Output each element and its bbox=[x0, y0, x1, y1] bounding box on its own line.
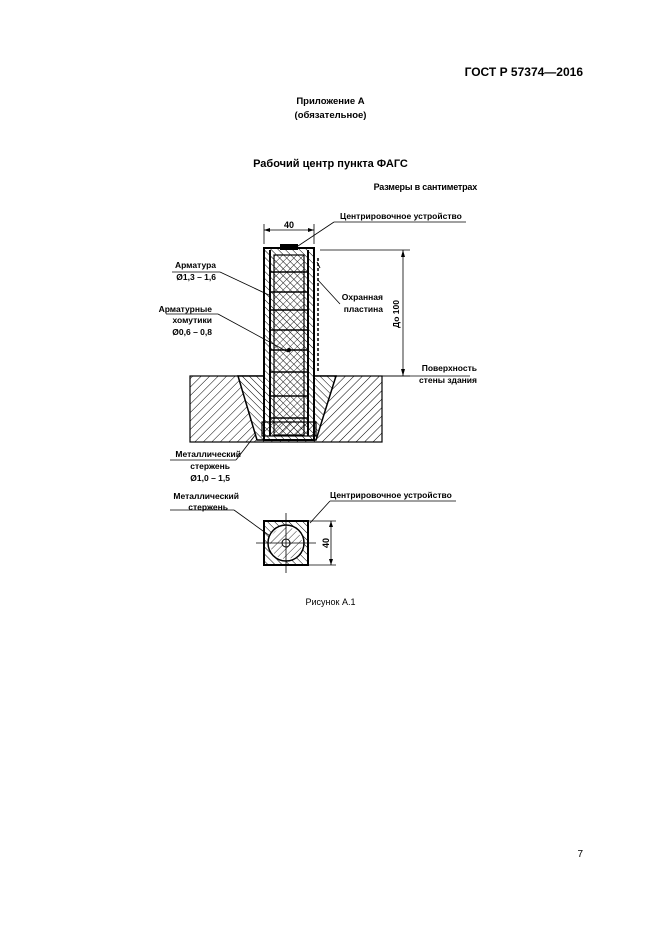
label-clamps-1: Арматурные bbox=[159, 304, 213, 314]
label-clamps-2: хомутики bbox=[173, 315, 212, 325]
label-rebar: Арматура bbox=[175, 260, 216, 270]
document-code: ГОСТ Р 57374—2016 bbox=[464, 65, 583, 79]
pillar bbox=[261, 244, 321, 441]
label-plan-rod-1: Металлический bbox=[173, 491, 239, 501]
label-rod-2: стержень bbox=[190, 461, 230, 471]
label-plan-rod-2: стержень bbox=[188, 502, 228, 512]
label-plate-2: пластина bbox=[344, 304, 384, 314]
label-surface-2: стены здания bbox=[419, 375, 477, 385]
figure-caption: Рисунок А.1 bbox=[305, 597, 356, 607]
label-centering-top: Центрировочное устройство bbox=[340, 211, 462, 221]
appendix-status: (обязательное) bbox=[294, 110, 367, 121]
label-rod-d: Ø1,0 – 1,5 bbox=[190, 473, 230, 483]
label-plan-dim: 40 bbox=[321, 538, 331, 548]
label-surface-1: Поверхность bbox=[422, 363, 477, 373]
label-width-dim: 40 bbox=[284, 220, 294, 230]
width-dimension bbox=[263, 224, 315, 244]
page-number: 7 bbox=[577, 849, 583, 860]
label-rebar-d: Ø1,3 – 1,6 bbox=[176, 272, 216, 282]
label-rod-1: Металлический bbox=[175, 449, 241, 459]
label-plan-centering: Центрировочное устройство bbox=[330, 490, 452, 500]
label-depth-dim: До 100 bbox=[391, 300, 401, 328]
label-plate-1: Охранная bbox=[342, 292, 383, 302]
plan-view bbox=[170, 500, 456, 573]
leader-lines bbox=[166, 221, 470, 461]
label-clamps-d: Ø0,6 – 0,8 bbox=[172, 327, 212, 337]
appendix-heading: Приложение А (обязательное) bbox=[0, 95, 661, 123]
appendix-title: Приложение А bbox=[296, 96, 365, 107]
figure-title: Рабочий центр пункта ФАГС bbox=[253, 158, 408, 170]
dimensions-note: Размеры в сантиметрах bbox=[373, 182, 478, 192]
